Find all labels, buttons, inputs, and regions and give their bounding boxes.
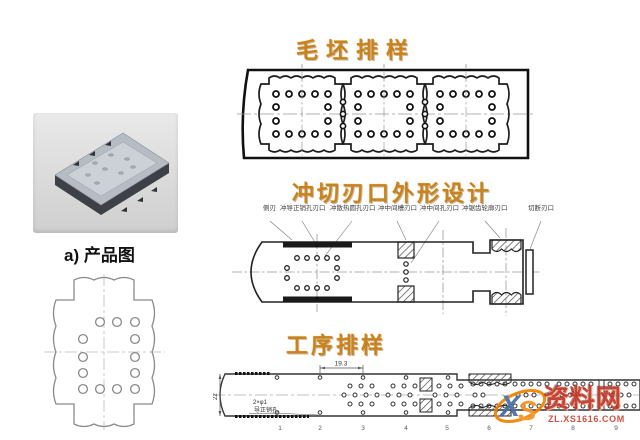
svg-text:4: 4 bbox=[404, 425, 408, 432]
process-sawtooth-top bbox=[468, 373, 512, 385]
edge-label-middle-slot: 冲中间槽刃口 bbox=[378, 205, 417, 212]
watermark-logo: X S bbox=[493, 389, 547, 426]
product-photo bbox=[33, 113, 178, 233]
process-layout-title: 工序排样 bbox=[286, 333, 387, 358]
product-caption: a) 产品图 bbox=[64, 246, 135, 265]
tray-edge-notches bbox=[73, 141, 157, 212]
sawtooth-punch-bottom bbox=[491, 291, 522, 305]
svg-text:7: 7 bbox=[529, 425, 533, 432]
watermark-logo-s: S bbox=[518, 395, 537, 426]
carrier-holes bbox=[339, 98, 429, 130]
sawtooth-punch-top bbox=[491, 239, 522, 253]
tray-dimples bbox=[85, 153, 136, 185]
edge-design-title: 冲切刃口外形设计 bbox=[292, 181, 493, 206]
station-numbers: 1 2 3 4 5 6 7 8 9 bbox=[278, 425, 618, 432]
pilot-note-line1: 2×φ1 bbox=[253, 400, 268, 406]
edge-round-holes bbox=[284, 255, 340, 291]
edge-label-sawtooth-profile: 冲锯齿轮廓刃口 bbox=[462, 205, 508, 212]
process-sawtooth-bottom bbox=[468, 405, 512, 417]
svg-text:1: 1 bbox=[278, 425, 282, 432]
watermark: X S 资料网 ZL.XS1616.COM bbox=[492, 380, 640, 435]
part-drawing bbox=[44, 274, 165, 430]
svg-text:2: 2 bbox=[318, 425, 322, 432]
cutoff-blade bbox=[525, 249, 534, 295]
edge-label-pilot-hole: 冲导正销孔刃口 bbox=[280, 205, 326, 212]
blank-layout-drawing bbox=[237, 64, 533, 160]
svg-text:6: 6 bbox=[487, 425, 491, 432]
width-dim-text: 22 bbox=[213, 393, 219, 400]
edge-design-drawing bbox=[232, 220, 542, 316]
blank-layout-title: 毛坯排样 bbox=[296, 38, 417, 63]
edge-label-side-blade: 侧刃 bbox=[263, 205, 276, 212]
leader-lines bbox=[269, 220, 542, 264]
pilot-holes bbox=[274, 375, 451, 415]
process-slot-punch-bottom bbox=[419, 398, 433, 413]
svg-text:8: 8 bbox=[571, 425, 575, 432]
middle-holes bbox=[403, 261, 409, 283]
edge-label-cutoff: 切断刃口 bbox=[528, 205, 554, 212]
svg-text:5: 5 bbox=[445, 425, 449, 432]
process-strip-outline bbox=[219, 373, 640, 417]
middle-slot-punch-top bbox=[397, 241, 415, 259]
edge-strip-outline bbox=[250, 239, 524, 305]
watermark-site-name: 资料网 bbox=[544, 385, 623, 413]
part-holes bbox=[77, 316, 141, 395]
pilot-note-line2: 导正销孔 bbox=[254, 406, 278, 414]
station-holes bbox=[341, 381, 637, 409]
watermark-site-url: ZL.XS1616.COM bbox=[548, 414, 625, 424]
strip-border bbox=[241, 68, 530, 160]
middle-slot-punch-bottom bbox=[397, 285, 415, 303]
edge-label-middle-hole: 冲中间孔刃口 bbox=[420, 205, 459, 212]
process-layout-drawing: 22 19.3 bbox=[213, 361, 640, 432]
part-outline bbox=[52, 276, 156, 428]
svg-text:9: 9 bbox=[614, 425, 618, 432]
pitch-dim-text: 19.3 bbox=[335, 361, 348, 368]
process-slot-punch-top bbox=[419, 377, 433, 392]
svg-text:3: 3 bbox=[361, 425, 365, 432]
strip-ticks bbox=[301, 64, 467, 68]
edge-label-round-holes: 冲散热圆孔刃口 bbox=[330, 205, 376, 212]
product-tray-graphic bbox=[54, 132, 170, 215]
watermark-logo-x: X bbox=[498, 390, 522, 423]
